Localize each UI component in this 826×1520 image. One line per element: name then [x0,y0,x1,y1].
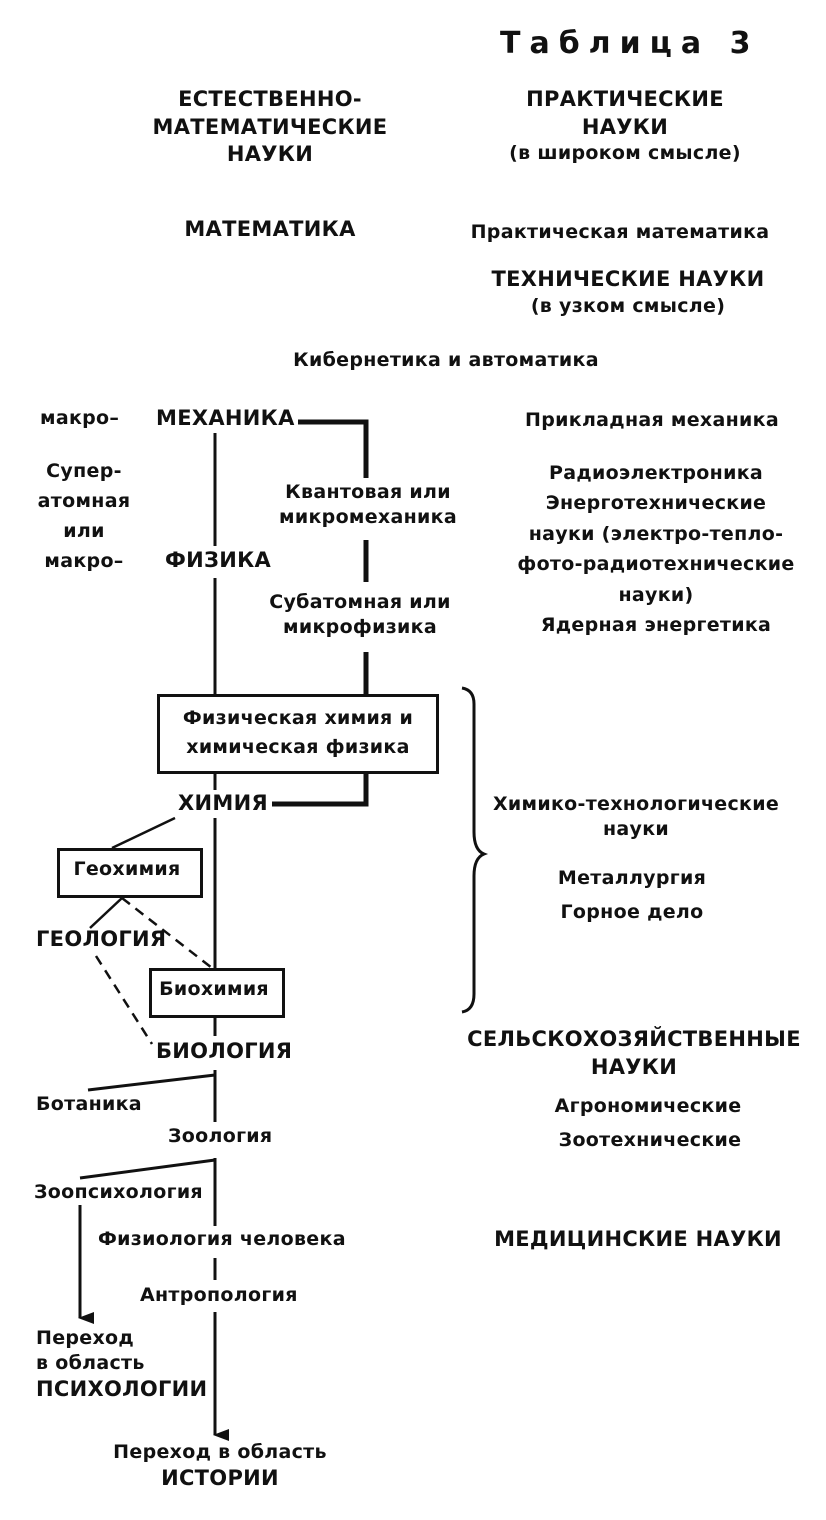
superatomic-line: атомная [37,490,131,513]
label-physical-chemistry: Физическая химия и химическая физика [183,704,413,761]
label-macro-mechanics: макро– [40,407,120,429]
label-zoology: Зоология [168,1125,273,1147]
superatomic-line: Супер- [46,460,122,482]
label-agronomic: Агрономические [554,1095,742,1117]
label-cybernetics: Кибернетика и автоматика [293,349,599,371]
geochemistry-geology-link [89,897,123,929]
physical-chemistry-line: химическая физика [186,735,410,758]
psychology-transition-line: ПСИХОЛОГИИ [36,1377,208,1402]
label-psychology-transition: Переход в область ПСИХОЛОГИИ [36,1326,207,1404]
label-biochemistry: Биохимия [159,978,269,1000]
label-geology: ГЕОЛОГИЯ [36,927,167,951]
label-mining: Горное дело [560,901,704,923]
label-physics: ФИЗИКА [165,548,272,572]
header-natural-math-line: НАУКИ [226,142,314,167]
box-biochemistry [149,968,285,1018]
label-history-transition: Переход в область ИСТОРИИ [113,1440,327,1493]
superatomic-line: макро– [44,550,124,573]
botany-branch [87,1073,216,1092]
label-chemistry: ХИМИЯ [178,791,268,815]
label-anthropology: Антропология [140,1284,298,1306]
label-geochemistry: Геохимия [73,858,181,880]
chemtech-curly-brace [461,686,489,1014]
header-natural-math: ЕСТЕСТВЕННО- МАТЕМАТИЧЕСКИЕ НАУКИ [153,86,388,169]
label-technical-sciences: ТЕХНИЧЕСКИЕ НАУКИ (в узком смысле) [492,266,765,319]
chem-tech-line: Химико-технологические [492,793,780,815]
label-subatomic: Субатомная или микрофизика [269,590,451,640]
subatomic-line: Субатомная или [269,591,451,613]
engineering-line: Радиоэлектроника [548,462,764,484]
label-mathematics: МАТЕМАТИКА [184,217,356,241]
header-natural-math-line: МАТЕМАТИЧЕСКИЕ [152,114,388,139]
label-mechanics: МЕХАНИКА [156,406,295,430]
agricultural-line: СЕЛЬСКОХОЗЯЙСТВЕННЫЕ [467,1027,801,1051]
engineering-line: Ядерная энергетика [540,613,772,636]
engineering-line: науки (электро-тепло- [528,522,784,545]
history-transition-line: Переход в область [113,1441,327,1463]
engineering-line: науки) [618,583,694,606]
engineering-line: Энерготехнические [545,492,767,515]
geochemistry-biochemistry-dashed [121,897,213,969]
chem-tech-line: науки [602,818,670,841]
label-engineering-list: Радиоэлектроника Энерготехнические науки… [517,458,794,640]
technical-line: (в узком смысле) [530,294,726,317]
label-biology: БИОЛОГИЯ [156,1039,293,1063]
subatomic-line: микрофизика [283,616,437,639]
quantum-bracket [298,419,369,478]
label-quantum: Квантовая или микромеханика [279,480,457,530]
quantum-line: Квантовая или [285,481,451,503]
agricultural-line: НАУКИ [590,1054,678,1079]
superatomic-line: или [63,520,105,543]
header-practical-line: ПРАКТИЧЕСКИЕ [526,87,724,111]
technical-line: ТЕХНИЧЕСКИЕ НАУКИ [491,267,765,291]
label-zoopsychology: Зоопсихология [34,1181,203,1203]
label-superatomic: Супер- атомная или макро– [38,456,131,576]
label-botany: Ботаника [36,1093,142,1115]
label-practical-math: Практическая математика [470,221,770,243]
box-physical-chemistry [157,694,439,774]
header-natural-math-line: ЕСТЕСТВЕННО- [178,87,362,111]
label-applied-mechanics: Прикладная механика [525,409,779,431]
header-practical: ПРАКТИЧЕСКИЕ НАУКИ (в широком смысле) [509,86,741,167]
label-metallurgy: Металлургия [557,867,707,889]
chemistry-geochemistry-link [111,816,176,850]
physical-chemistry-line: Физическая химия и [182,707,414,729]
label-chem-tech: Химико-технологические науки [493,792,779,842]
label-agricultural: СЕЛЬСКОХОЗЯЙСТВЕННЫЕ НАУКИ [467,1026,801,1081]
engineering-line: фото-радиотехнические [517,553,795,576]
label-zootechnical: Зоотехнические [558,1129,742,1151]
table-title: Таблица 3 [500,26,760,61]
label-medical-sciences: МЕДИЦИНСКИЕ НАУКИ [494,1227,782,1251]
quantum-line: микромеханика [279,506,457,529]
geology-biology-dashed [94,955,154,1045]
zoopsychology-branch [79,1158,216,1180]
header-practical-line: (в широком смысле) [509,142,741,165]
history-transition-line: ИСТОРИИ [161,1466,279,1491]
label-human-physiology: Физиология человека [98,1228,346,1250]
psychology-transition-line: Переход [36,1327,135,1349]
box-geochemistry [57,848,203,898]
psychology-transition-line: в область [36,1352,145,1375]
header-practical-line: НАУКИ [581,114,669,139]
